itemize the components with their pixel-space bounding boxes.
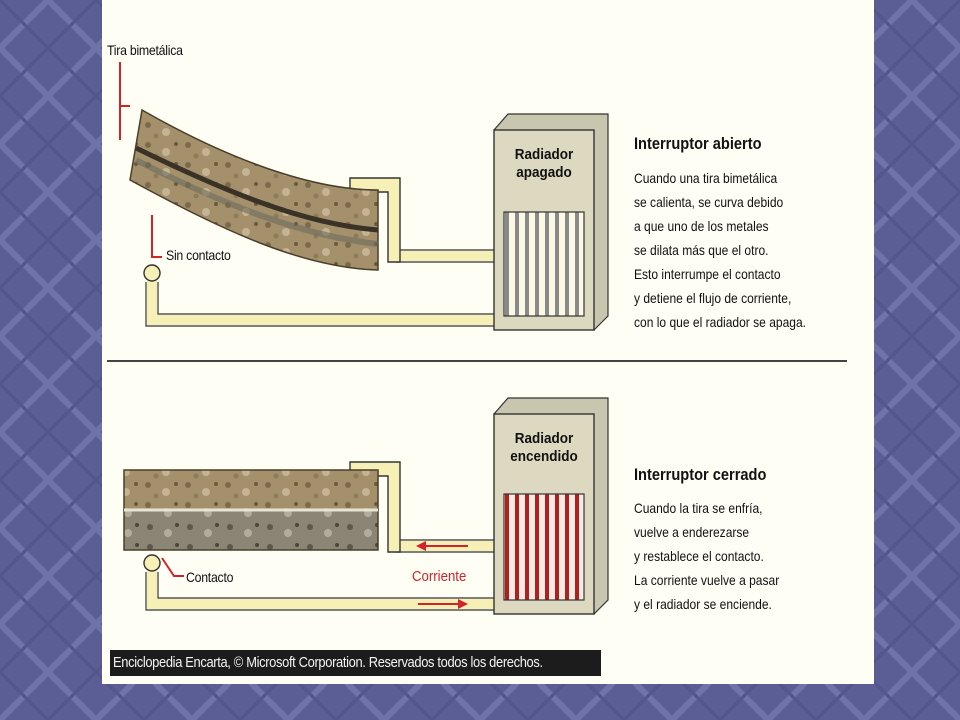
copyright-credit: Enciclopedia Encarta, © Microsoft Corpor… [110, 650, 601, 676]
current-label: Corriente [412, 568, 467, 585]
wire-upper-top-outline [396, 249, 497, 263]
radiator-on-label-line1: Radiador [514, 430, 574, 447]
description-line: Esto interrumpe el contacto [634, 266, 781, 282]
contact-terminal-bottom [143, 554, 161, 572]
radiator-off-label: Radiador apagado [499, 146, 589, 182]
closed-switch-scene [123, 397, 609, 616]
bimetallic-strip-straight-bottom [123, 509, 379, 551]
wire-lower-top-outline [145, 282, 497, 327]
radiator-on-label: Radiador encendido [499, 430, 589, 466]
current-arrow-lower [418, 599, 468, 609]
wire-lower-bottom-outline [145, 572, 497, 611]
description-line: con lo que el radiador se apaga. [634, 314, 807, 330]
bimetallic-strip-bent [129, 108, 379, 271]
bimetallic-switch-diagram [107, 62, 847, 616]
illustration-panel [102, 0, 874, 684]
description-line: vuelve a enderezarse [634, 524, 750, 540]
description-line: y restablece el contacto. [634, 548, 764, 564]
description-line: y detiene el flujo de corriente, [634, 290, 792, 306]
description-line: a que uno de los metales [634, 218, 769, 234]
description-line: Cuando la tira se enfría, [634, 500, 763, 516]
description-line: Cuando una tira bimetálica [634, 170, 778, 186]
radiator-off [493, 113, 609, 332]
strip-label: Tira bimetálica [107, 42, 183, 58]
current-arrow-upper [416, 541, 468, 551]
wire-upper-bottom-outline [396, 539, 497, 553]
no-contact-label: Sin contacto [166, 247, 231, 263]
wire-lower-top [147, 280, 497, 325]
no-contact-pointer [151, 215, 162, 258]
strip-label-bracket [119, 62, 130, 140]
radiator-on [493, 397, 609, 616]
radiator-off-label-line1: Radiador [514, 146, 574, 163]
open-switch-scene [119, 62, 609, 332]
open-switch-description: Cuando una tira bimetálica se calienta, … [634, 166, 806, 334]
contact-pointer [161, 557, 184, 577]
bimetallic-strip-seam [134, 145, 379, 233]
description-line: y el radiador se enciende. [634, 596, 772, 612]
contact-label: Contacto [186, 569, 234, 585]
description-line: se calienta, se curva debido [634, 194, 784, 210]
description-line: se dilata más que el otro. [634, 242, 769, 258]
bimetallic-strip-straight-top [123, 469, 379, 511]
closed-switch-title: Interruptor cerrado [634, 465, 767, 484]
radiator-on-label-line2: encendido [510, 448, 578, 465]
description-line: La corriente vuelve a pasar [634, 572, 780, 588]
copyright-text: Enciclopedia Encarta, © Microsoft Corpor… [113, 654, 543, 671]
radiator-off-label-line2: apagado [516, 164, 572, 181]
wire-lower-bottom [147, 570, 497, 609]
open-switch-title: Interruptor abierto [634, 134, 762, 153]
contact-terminal-top [143, 264, 161, 282]
closed-switch-description: Cuando la tira se enfría, vuelve a ender… [634, 496, 779, 616]
